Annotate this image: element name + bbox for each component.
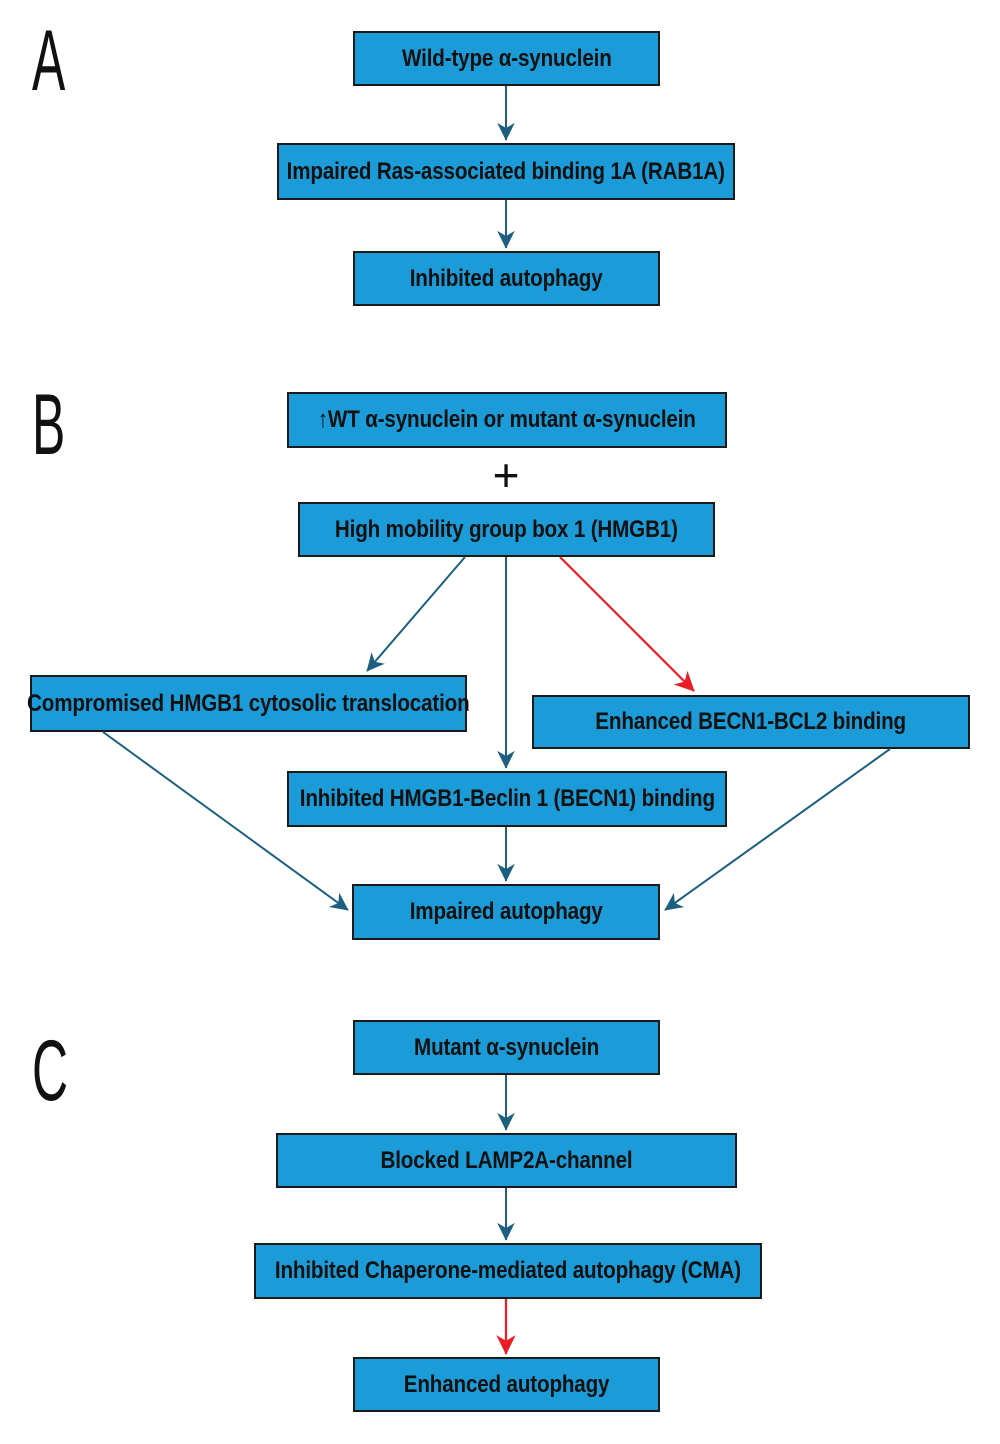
node-label: Enhanced BECN1-BCL2 binding	[595, 708, 907, 735]
node-label: High mobility group box 1 (HMGB1)	[335, 515, 678, 543]
node-enhanced-becn1-bcl2-binding: Enhanced BECN1-BCL2 binding	[532, 695, 970, 749]
node-label: ↑WT α-synuclein or mutant α-synuclein	[318, 406, 696, 433]
node-label: Impaired autophagy	[409, 898, 603, 925]
arrow-hmgb1-to-compromised-translocation	[366, 556, 466, 672]
node-label: Inhibited autophagy	[410, 264, 603, 292]
node-hmgb1: High mobility group box 1 (HMGB1)	[298, 502, 715, 557]
node-inhibited-hmgb1-beclin1-binding: Inhibited HMGB1-Beclin 1 (BECN1) binding	[287, 771, 727, 827]
node-mutant-a-synuclein: Mutant α-synuclein	[353, 1020, 660, 1075]
node-inhibited-autophagy: Inhibited autophagy	[353, 251, 660, 306]
node-label: Mutant α-synuclein	[413, 1033, 600, 1061]
node-label: Wild-type α-synuclein	[401, 44, 612, 72]
node-label: Compromised HMGB1 cytosolic translocatio…	[27, 689, 470, 717]
panel-c-label: C	[32, 1023, 69, 1119]
node-compromised-hmgb1-translocation: Compromised HMGB1 cytosolic translocatio…	[27, 675, 470, 732]
node-label: Impaired Ras-associated binding 1A (RAB1…	[286, 157, 726, 185]
plus-operator: +	[492, 449, 520, 501]
panel-a-label: A	[32, 13, 66, 109]
node-wild-type-a-synuclein: Wild-type α-synuclein	[353, 31, 660, 86]
node-wt-or-mutant-a-synuclein: ↑WT α-synuclein or mutant α-synuclein	[287, 392, 727, 448]
panel-b-label: B	[32, 377, 66, 473]
node-label: Blocked LAMP2A-channel	[380, 1146, 633, 1174]
node-label: Inhibited HMGB1-Beclin 1 (BECN1) binding	[299, 785, 715, 812]
node-enhanced-autophagy: Enhanced autophagy	[353, 1357, 660, 1412]
node-label: Inhibited Chaperone-mediated autophagy (…	[274, 1257, 742, 1284]
node-blocked-lamp2a-channel: Blocked LAMP2A-channel	[276, 1133, 737, 1188]
node-impaired-rab1a: Impaired Ras-associated binding 1A (RAB1…	[277, 143, 735, 200]
node-impaired-autophagy: Impaired autophagy	[352, 884, 660, 940]
arrow-hmgb1-to-enhanced-becn1-bcl2	[559, 556, 695, 692]
node-label: Enhanced autophagy	[403, 1370, 610, 1398]
node-inhibited-cma: Inhibited Chaperone-mediated autophagy (…	[254, 1243, 762, 1299]
